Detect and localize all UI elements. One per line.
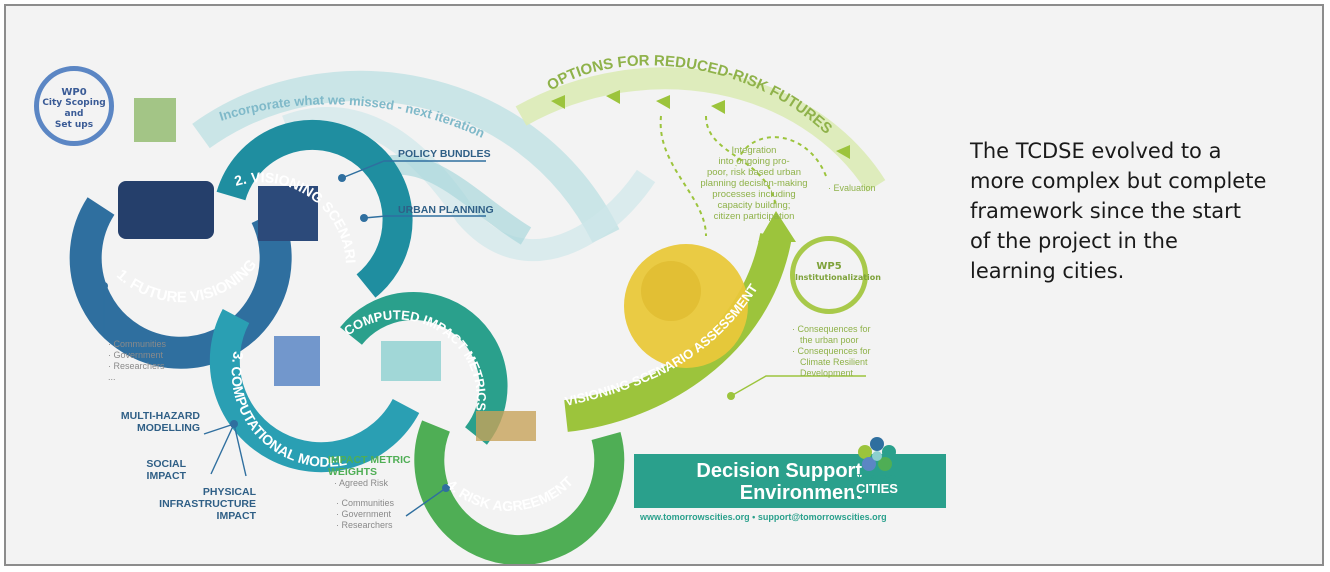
- reduced-risk-arrow: [515, 67, 886, 192]
- slide-frame: Incorporate what we missed - next iterat…: [4, 4, 1324, 566]
- stage-ring-computed-impact: [340, 291, 508, 445]
- stage-label-risk-agreement: 4. RISK AGREEMENT: [444, 473, 576, 514]
- stakeholder-list-bottom: · Communities · Government · Researchers: [336, 498, 395, 530]
- agreed-risk-text: · Agreed Risk: [334, 478, 389, 488]
- wp0-subtitle-1: City Scoping and: [42, 98, 106, 119]
- label-multi-hazard: MULTI-HAZARD MODELLING: [120, 410, 200, 434]
- meeting-illustration: [476, 411, 536, 441]
- dse-title: Decision Support Environment: [696, 460, 862, 504]
- stage-ring-visioning-scenarios: [216, 119, 413, 298]
- tomorrows-cities-logo-icon: [858, 437, 896, 471]
- slide-caption: The TCDSE evolved to a more complex but …: [970, 139, 1267, 283]
- label-urban-planning: URBAN PLANNING: [398, 204, 494, 216]
- stage-ring-computational-model: [209, 309, 420, 473]
- stakeholder-list-left: · Communities · Government · Researchers…: [108, 339, 167, 382]
- dse-banner: Decision Support Environment: [634, 454, 946, 508]
- evaluation-text: · Evaluation: [828, 183, 876, 193]
- building-illustration: [134, 98, 176, 142]
- desk-illustration: [381, 341, 441, 381]
- wp0-badge: WP0 City Scoping and Set ups: [34, 66, 114, 146]
- contact-urls: www.tomorrowscities.org • support@tomorr…: [640, 512, 887, 522]
- label-impact-metric-weights: IMPACT METRIC WEIGHTS: [328, 454, 411, 478]
- table-illustration: [118, 181, 214, 239]
- label-social-impact: SOCIAL IMPACT: [146, 458, 186, 482]
- city-model-illustration: [274, 336, 320, 386]
- consequences-list: · Consequences for the urban poor · Cons…: [792, 324, 871, 378]
- label-policy-bundles: POLICY BUNDLES: [398, 148, 491, 160]
- stage-ring-risk-agreement: [414, 420, 625, 564]
- logo-text: Tomorrow's CITIES: [849, 474, 905, 496]
- board-illustration: [258, 186, 318, 241]
- label-physical-infrastructure: PHYSICAL INFRASTRUCTURE IMPACT: [159, 486, 256, 522]
- wp5-title: WP5: [816, 261, 842, 272]
- next-iteration-arrow: [192, 70, 620, 243]
- stage-ring-future-visioning: [69, 197, 292, 369]
- wp0-subtitle-2: Set ups: [54, 120, 94, 130]
- wp0-title: WP0: [61, 87, 87, 98]
- stage-label-future-visioning: 1. FUTURE VISIONING: [113, 256, 260, 306]
- wp5-subtitle: Institutionalization: [795, 273, 881, 282]
- wp5-badge: WP5 Institutionalization: [790, 236, 881, 314]
- flag-icons: [551, 90, 850, 159]
- integration-note: Integration into ongoing pro- poor, risk…: [700, 145, 808, 222]
